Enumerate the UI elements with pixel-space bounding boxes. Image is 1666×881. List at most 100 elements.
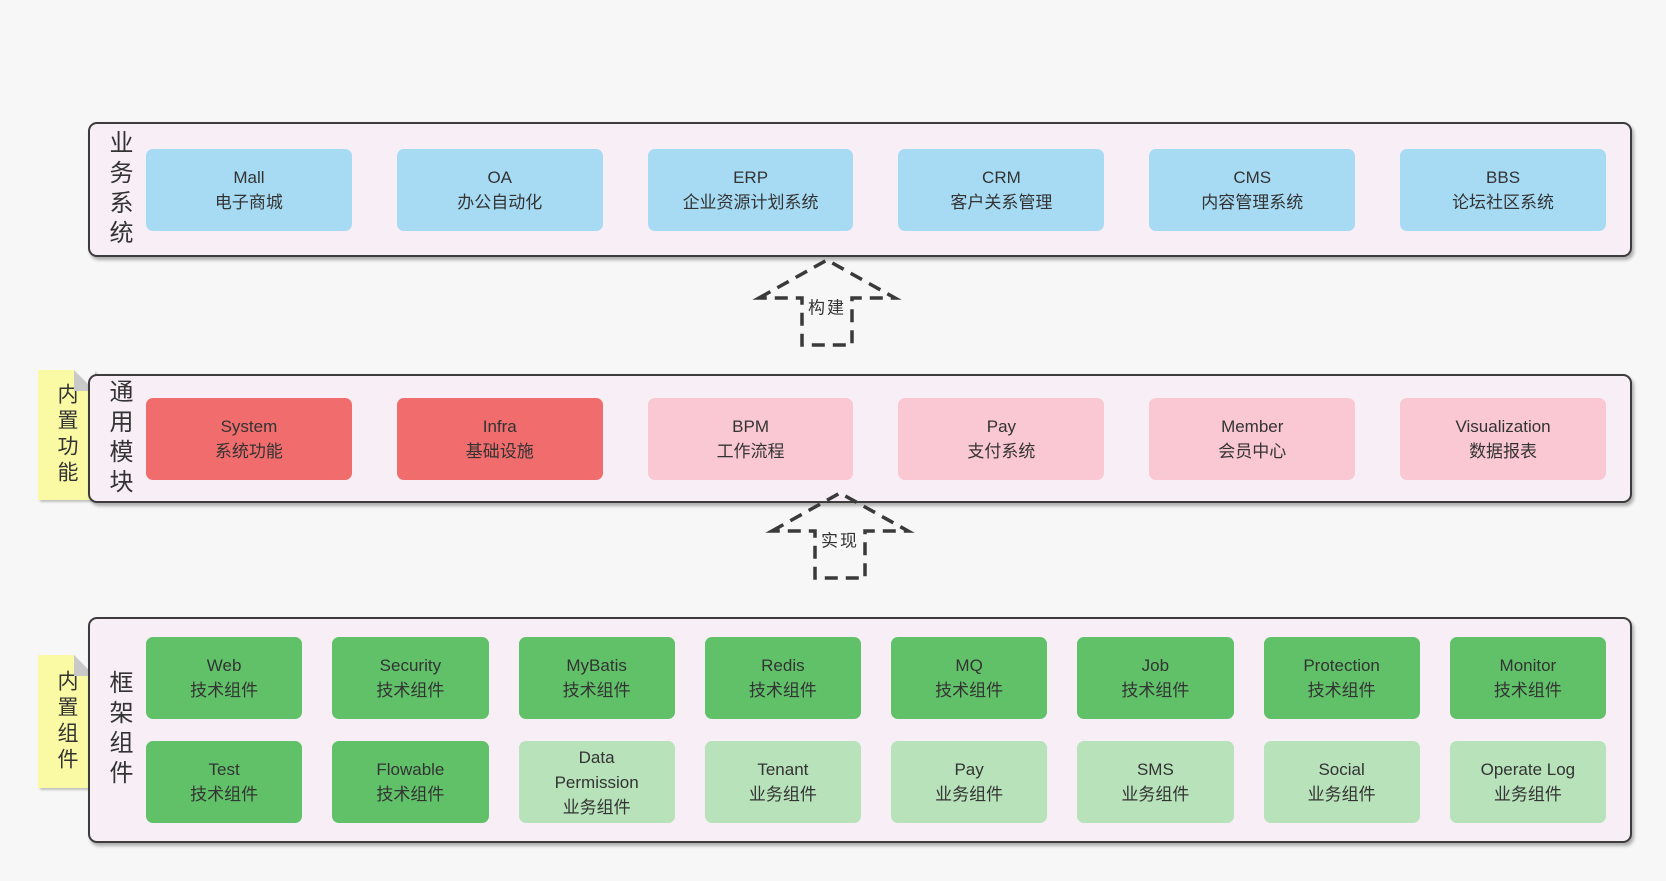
box-name: Security xyxy=(379,656,442,675)
box-desc: 技术组件 xyxy=(1121,681,1190,700)
box-data-permission: Data Permission 业务组件 xyxy=(518,741,675,823)
box-name: Job xyxy=(1141,656,1170,675)
box-desc: 电子商城 xyxy=(214,192,283,212)
box-job: Job 技术组件 xyxy=(1077,637,1234,719)
panel-business-systems: 业务系统 Mall 电子商城 OA 办公自动化 ERP 企业资源计划系统 CRM… xyxy=(88,122,1632,257)
box-name: Infra xyxy=(482,416,517,436)
box-name: BBS xyxy=(1486,167,1521,187)
box-name: Mall xyxy=(233,167,265,187)
box-social: Social 业务组件 xyxy=(1263,741,1420,823)
box-desc: 业务组件 xyxy=(562,797,631,817)
box-sms: SMS 业务组件 xyxy=(1077,741,1234,823)
box-name: System xyxy=(220,416,278,436)
box-flowable: Flowable 技术组件 xyxy=(332,741,489,823)
box-desc: 办公自动化 xyxy=(457,192,543,212)
box-erp: ERP 企业资源计划系统 xyxy=(647,148,854,231)
box-mall: Mall 电子商城 xyxy=(146,148,352,231)
box-name: BPM xyxy=(732,416,769,436)
box-member: Member 会员中心 xyxy=(1149,397,1356,480)
box-desc: 技术组件 xyxy=(190,785,259,804)
box-monitor: Monitor 技术组件 xyxy=(1449,637,1606,719)
box-system: System 系统功能 xyxy=(146,397,352,480)
box-redis: Redis 技术组件 xyxy=(704,637,861,719)
box-cms: CMS 内容管理系统 xyxy=(1149,148,1356,231)
box-desc: 技术组件 xyxy=(1493,681,1562,700)
box-name: Protection xyxy=(1303,656,1380,675)
box-desc: 技术组件 xyxy=(1307,681,1376,700)
box-desc: 业务组件 xyxy=(748,785,817,804)
box-desc: 基础设施 xyxy=(465,441,534,461)
box-bbs: BBS 论坛社区系统 xyxy=(1400,148,1606,231)
box-name: Visualization xyxy=(1455,416,1551,436)
section-label-common-modules: 通用模块 xyxy=(105,378,132,499)
box-name: Monitor xyxy=(1499,656,1557,675)
box-pay: Pay 支付系统 xyxy=(898,397,1105,480)
box-desc: 技术组件 xyxy=(376,681,445,700)
box-desc: 业务组件 xyxy=(1307,785,1376,804)
box-desc: 内容管理系统 xyxy=(1201,192,1304,212)
sticky-note-label: 内置组件 xyxy=(55,669,78,774)
box-desc: 技术组件 xyxy=(935,681,1004,700)
box-name: Test xyxy=(208,760,240,779)
box-desc: 支付系统 xyxy=(967,441,1036,461)
arrow-label: 实现 xyxy=(818,525,862,553)
box-name: MQ xyxy=(955,656,983,675)
box-name: ERP xyxy=(733,167,769,187)
box-mybatis: MyBatis 技术组件 xyxy=(518,637,675,719)
box-mq: MQ 技术组件 xyxy=(891,637,1048,719)
sticky-note-builtin-components: 内置组件 xyxy=(38,655,95,788)
box-name: Flowable xyxy=(376,760,445,779)
box-name: Redis xyxy=(761,656,805,675)
section-label-framework-components: 框架组件 xyxy=(105,670,132,790)
box-desc: 业务组件 xyxy=(1121,785,1190,804)
up-arrow-dashed-icon xyxy=(765,490,915,580)
box-name: CRM xyxy=(982,167,1021,187)
box-pay-business: Pay 业务组件 xyxy=(891,741,1048,823)
box-crm: CRM 客户关系管理 xyxy=(898,148,1105,231)
box-name: Pay xyxy=(986,416,1017,436)
box-bpm: BPM 工作流程 xyxy=(647,397,854,480)
box-desc: 系统功能 xyxy=(214,441,283,461)
box-name: Web xyxy=(206,656,242,675)
arrow-label: 构建 xyxy=(805,292,849,320)
module-boxes-row: System 系统功能 Infra 基础设施 BPM 工作流程 Pay 支付系统… xyxy=(146,397,1606,480)
box-name: Member xyxy=(1221,416,1284,436)
sticky-note-builtin-features: 内置功能 xyxy=(38,370,95,500)
box-desc: 技术组件 xyxy=(376,785,445,804)
build-arrow: 构建 xyxy=(752,254,902,350)
box-name: Social xyxy=(1318,760,1365,779)
box-visualization: Visualization 数据报表 xyxy=(1400,397,1606,480)
box-name: MyBatis xyxy=(566,656,627,675)
box-security: Security 技术组件 xyxy=(332,637,489,719)
box-desc: 论坛社区系统 xyxy=(1452,192,1555,212)
box-test: Test 技术组件 xyxy=(146,741,303,823)
framework-boxes-grid: Web 技术组件 Security 技术组件 MyBatis 技术组件 Redi… xyxy=(146,637,1606,823)
box-desc: 工作流程 xyxy=(716,441,785,461)
box-desc: 企业资源计划系统 xyxy=(682,192,819,212)
box-operate-log: Operate Log 业务组件 xyxy=(1449,741,1606,823)
panel-common-modules: 通用模块 System 系统功能 Infra 基础设施 BPM 工作流程 Pay… xyxy=(88,374,1632,503)
box-desc: 技术组件 xyxy=(190,681,259,700)
box-oa: OA 办公自动化 xyxy=(396,148,603,231)
panel-framework-components: 框架组件 Web 技术组件 Security 技术组件 MyBatis 技术组件… xyxy=(88,617,1632,843)
box-tenant: Tenant 业务组件 xyxy=(704,741,861,823)
box-name: OA xyxy=(487,167,513,187)
box-name: CMS xyxy=(1233,167,1272,187)
box-name: Tenant xyxy=(757,760,809,779)
box-desc: 业务组件 xyxy=(935,785,1004,804)
box-desc: 数据报表 xyxy=(1469,441,1538,461)
box-desc: 客户关系管理 xyxy=(950,192,1053,212)
sticky-note-label: 内置功能 xyxy=(55,383,78,487)
box-name: SMS xyxy=(1136,760,1174,779)
box-protection: Protection 技术组件 xyxy=(1263,637,1420,719)
implement-arrow: 实现 xyxy=(765,487,915,583)
up-arrow-dashed-icon xyxy=(752,257,902,347)
section-label-business-systems: 业务系统 xyxy=(105,129,132,250)
box-desc: 技术组件 xyxy=(562,681,631,700)
box-desc: 技术组件 xyxy=(748,681,817,700)
box-web: Web 技术组件 xyxy=(146,637,303,719)
box-infra: Infra 基础设施 xyxy=(396,397,603,480)
box-name: Operate Log xyxy=(1480,760,1576,779)
box-name: Pay xyxy=(954,760,984,779)
business-boxes-row: Mall 电子商城 OA 办公自动化 ERP 企业资源计划系统 CRM 客户关系… xyxy=(146,148,1606,231)
